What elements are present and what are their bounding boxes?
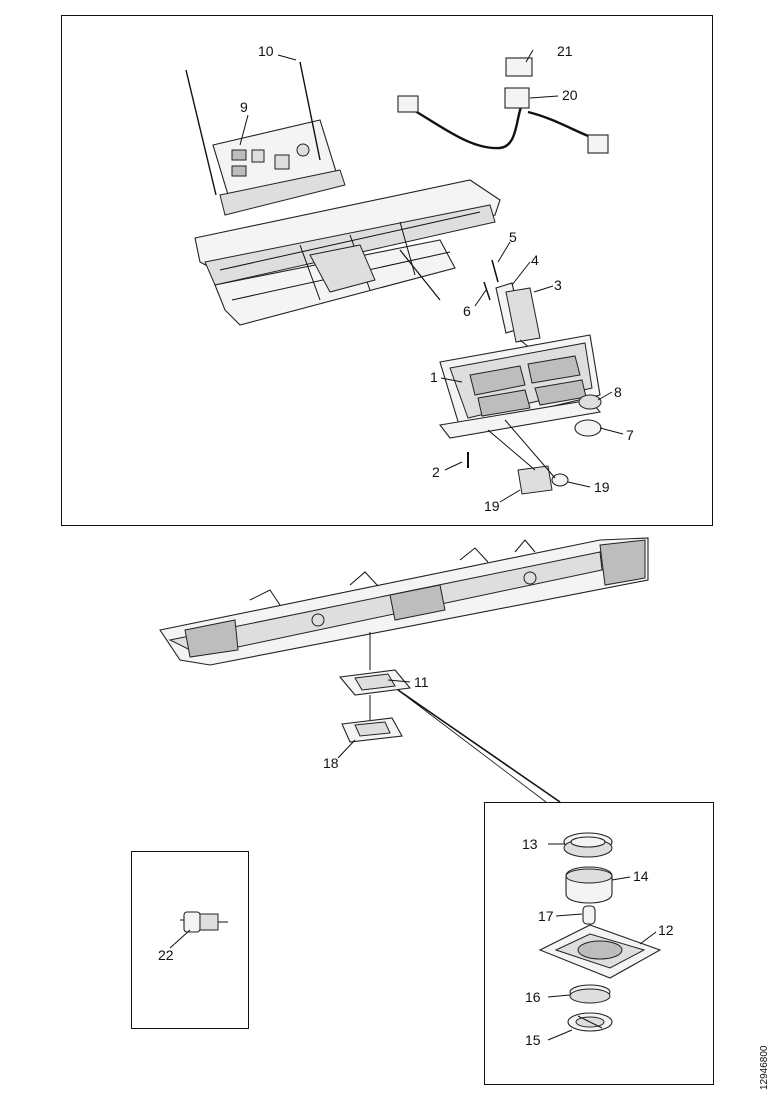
roof-frame-drawing: 10 9 21 20 5 4 3 6 1 8 7 2 19 19 <box>185 43 634 514</box>
callout-1: 1 <box>430 369 438 385</box>
figure-code: 12946800 <box>759 1045 770 1090</box>
callout-2: 2 <box>432 464 440 480</box>
callout-12: 12 <box>658 922 674 938</box>
callout-13: 13 <box>522 836 538 852</box>
callout-10: 10 <box>258 43 274 59</box>
callout-17: 17 <box>538 908 554 924</box>
callout-16: 16 <box>525 989 541 1005</box>
callout-20: 20 <box>562 87 578 103</box>
callout-14: 14 <box>633 868 649 884</box>
bulb-panel-frame <box>131 851 249 1029</box>
callout-15: 15 <box>525 1032 541 1048</box>
lamp-detail-drawing: 13 14 17 12 16 15 <box>522 832 674 1048</box>
callout-21: 21 <box>557 43 573 59</box>
bulb-detail-drawing: 22 <box>158 911 228 963</box>
callout-8: 8 <box>614 384 622 400</box>
callout-5: 5 <box>509 229 517 245</box>
callout-4: 4 <box>531 252 539 268</box>
callout-11: 11 <box>414 674 429 690</box>
callout-7: 7 <box>626 427 634 443</box>
console-strip-drawing: 11 18 <box>159 537 649 803</box>
callout-18: 18 <box>323 755 339 771</box>
callout-9: 9 <box>240 99 248 115</box>
callout-22: 22 <box>158 947 174 963</box>
callout-19a: 19 <box>484 498 500 514</box>
callout-19b: 19 <box>594 479 610 495</box>
callout-6: 6 <box>463 303 471 319</box>
callout-3: 3 <box>554 277 562 293</box>
